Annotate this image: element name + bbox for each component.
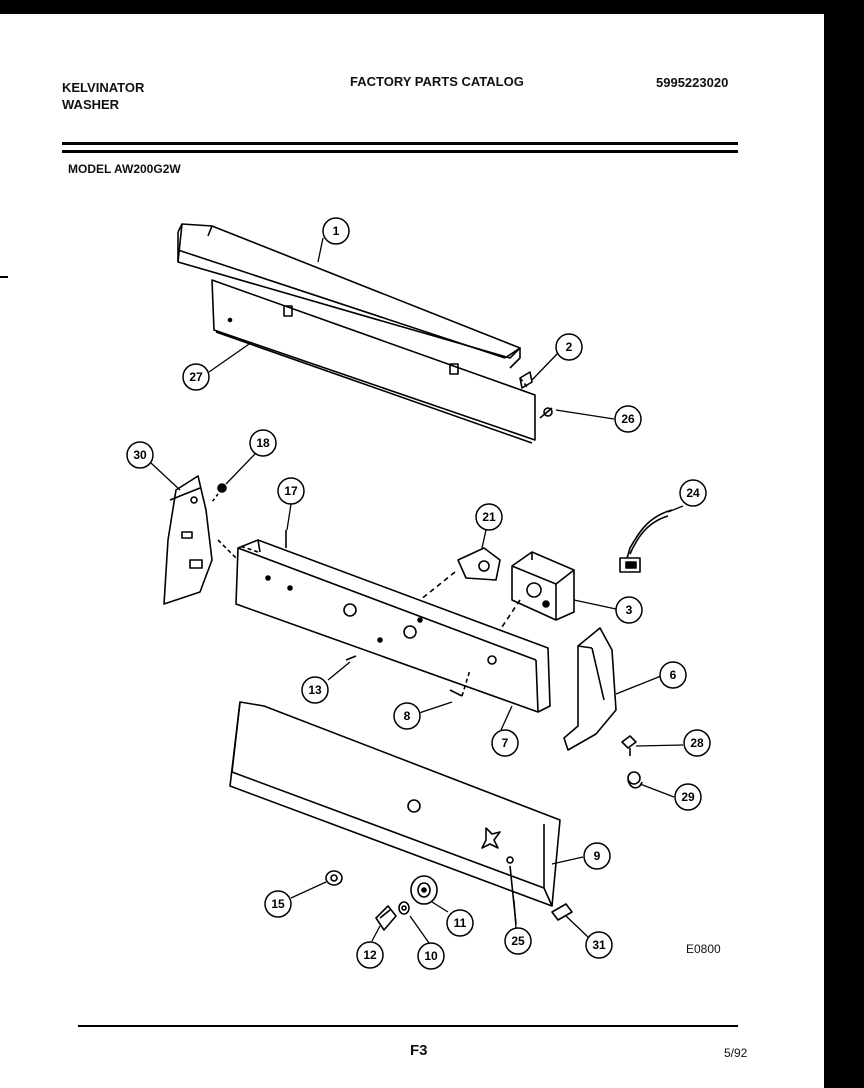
svg-text:8: 8 xyxy=(404,709,411,723)
callout-27: 27 xyxy=(182,363,210,391)
part-end-cap-right xyxy=(563,627,617,751)
callout-29: 29 xyxy=(674,783,702,811)
part-clip-29 xyxy=(627,771,643,789)
header-rule-top xyxy=(62,142,738,145)
callout-7: 7 xyxy=(491,729,519,757)
callout-21: 21 xyxy=(475,503,503,531)
callout-8: 8 xyxy=(393,702,421,730)
callout-15: 15 xyxy=(264,890,292,918)
svg-text:15: 15 xyxy=(271,897,285,911)
part-screw-28 xyxy=(621,735,637,756)
callout-1: 1 xyxy=(322,217,350,245)
part-control-panel xyxy=(217,539,551,713)
svg-text:9: 9 xyxy=(594,849,601,863)
svg-text:1: 1 xyxy=(333,224,340,238)
svg-text:25: 25 xyxy=(511,934,525,948)
callout-31: 31 xyxy=(585,931,613,959)
svg-text:7: 7 xyxy=(502,736,509,750)
part-screw-8 xyxy=(449,669,471,697)
leader-lines xyxy=(150,237,684,944)
callout-12: 12 xyxy=(356,941,384,969)
part-knob-15 xyxy=(325,870,343,886)
svg-text:27: 27 xyxy=(189,370,203,384)
scan-mark xyxy=(0,276,8,278)
svg-text:11: 11 xyxy=(454,916,467,930)
part-dial-11 xyxy=(410,875,438,905)
svg-text:29: 29 xyxy=(681,790,695,804)
callout-9: 9 xyxy=(583,842,611,870)
scan-border-right xyxy=(824,0,864,1088)
product-type: WASHER xyxy=(62,97,120,112)
svg-text:26: 26 xyxy=(621,412,635,426)
callout-18: 18 xyxy=(249,429,277,457)
part-backsplash-panel xyxy=(211,279,536,444)
callout-3: 3 xyxy=(615,596,643,624)
svg-text:3: 3 xyxy=(626,603,633,617)
svg-text:2: 2 xyxy=(566,340,573,354)
scan-border-top xyxy=(0,0,864,14)
part-screw-13 xyxy=(345,655,357,661)
callout-25: 25 xyxy=(504,927,532,955)
svg-text:30: 30 xyxy=(133,448,147,462)
part-timer xyxy=(499,551,575,631)
brand-name: KELVINATOR xyxy=(62,80,145,95)
part-end-cap-left xyxy=(163,475,213,605)
part-clip xyxy=(519,371,533,389)
part-clip-31 xyxy=(551,903,573,921)
part-screw-18 xyxy=(211,483,227,503)
part-button-12 xyxy=(375,905,397,931)
revision-date: 5/92 xyxy=(724,1046,748,1060)
callout-17: 17 xyxy=(277,477,305,505)
callout-13: 13 xyxy=(301,676,329,704)
callout-28: 28 xyxy=(683,729,711,757)
part-switch xyxy=(419,547,501,601)
model-number: MODEL AW200G2W xyxy=(68,162,181,176)
part-screw-26 xyxy=(539,407,553,419)
svg-text:18: 18 xyxy=(256,436,270,450)
svg-text:6: 6 xyxy=(670,668,677,682)
callout-24: 24 xyxy=(679,479,707,507)
catalog-number: 5995223020 xyxy=(656,75,729,90)
svg-text:12: 12 xyxy=(363,948,377,962)
catalog-title: FACTORY PARTS CATALOG xyxy=(350,74,524,89)
callout-6: 6 xyxy=(659,661,687,689)
header-rule-bottom xyxy=(62,150,738,153)
callout-11: 11 xyxy=(446,909,474,937)
svg-text:17: 17 xyxy=(284,484,298,498)
callout-10: 10 xyxy=(417,942,445,970)
page-number: F3 xyxy=(410,1042,428,1059)
part-wire-harness xyxy=(619,509,673,573)
footer-rule xyxy=(78,1025,738,1027)
svg-text:28: 28 xyxy=(690,736,704,750)
svg-text:24: 24 xyxy=(686,486,700,500)
svg-text:21: 21 xyxy=(482,510,496,524)
diagram-code: E0800 xyxy=(686,942,721,956)
callout-2: 2 xyxy=(555,333,583,361)
svg-text:10: 10 xyxy=(424,949,438,963)
callout-30: 30 xyxy=(126,441,154,469)
part-washer-10 xyxy=(398,901,410,915)
svg-text:31: 31 xyxy=(592,938,606,952)
part-front-panel xyxy=(229,701,561,907)
svg-text:13: 13 xyxy=(308,683,322,697)
part-top-trim xyxy=(177,223,521,369)
callout-26: 26 xyxy=(614,405,642,433)
